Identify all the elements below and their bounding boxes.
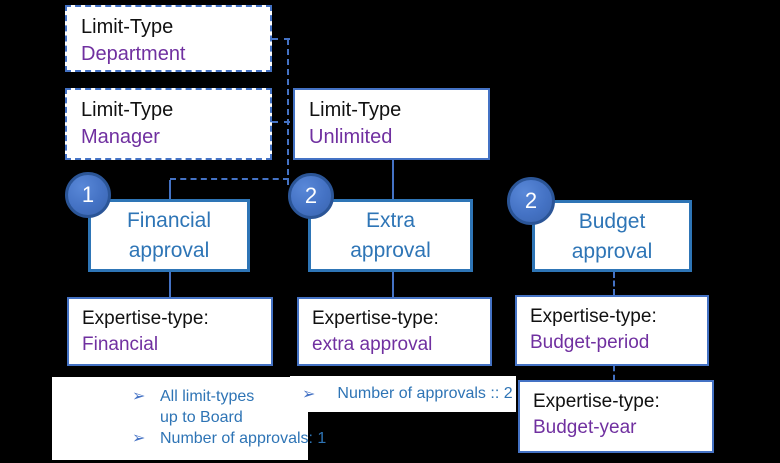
connector-branch-horizontal	[170, 178, 289, 180]
callout-line: up to Board	[52, 407, 308, 428]
connector-department-horizontal	[272, 38, 290, 40]
approval-box-extra: Extra approval	[308, 199, 473, 272]
badge-number: 1	[81, 182, 95, 207]
callout-financial-rules: ➢ All limit-types up to Board ➢ Number o…	[52, 377, 326, 460]
approval-line2: approval	[350, 239, 431, 262]
limit-type-label: Limit-Type	[309, 99, 402, 121]
arrow-bullet-icon: ➢	[132, 430, 146, 447]
badge-number: 2	[304, 183, 318, 208]
expertise-label: Expertise-type:	[533, 391, 660, 412]
callout-text: up to Board	[160, 409, 243, 426]
expertise-value: Budget-period	[530, 332, 650, 353]
arrow-bullet-icon: ➢	[302, 386, 316, 403]
expertise-value: extra approval	[312, 334, 433, 355]
connector-manager-horizontal	[272, 121, 290, 123]
note-number-of-approvals: ➢ Number of approvals :: 2	[290, 376, 516, 412]
expertise-value: Financial	[82, 334, 159, 355]
expertise-label: Expertise-type:	[530, 306, 657, 327]
callout-line: ➢ All limit-types	[52, 386, 308, 407]
expertise-value: Budget-year	[533, 417, 637, 438]
approval-box-financial: Financial approval	[88, 199, 250, 272]
connector-budget-to-expertise	[613, 272, 615, 295]
approval-line1: Budget	[578, 210, 646, 233]
connector-financial-drop	[169, 180, 171, 199]
expertise-box-extra-approval: Expertise-type: extra approval	[297, 297, 492, 366]
limit-type-label: Limit-Type	[81, 16, 174, 38]
limit-type-label: Limit-Type	[81, 99, 174, 121]
approval-line1: Financial	[126, 209, 212, 232]
expertise-label: Expertise-type:	[82, 308, 209, 329]
limit-type-box-unlimited: Limit-Type Unlimited	[293, 88, 490, 160]
approval-box-budget: Budget approval	[532, 200, 692, 272]
limit-type-value: Unlimited	[309, 126, 393, 148]
connector-budget-period-to-year	[613, 366, 615, 380]
callout-text: Number of approvals: 1	[160, 430, 327, 447]
approval-line1: Extra	[365, 209, 415, 232]
expertise-box-financial: Expertise-type: Financial	[67, 297, 273, 366]
limit-type-box-department: Limit-Type Department	[65, 5, 272, 72]
limit-type-value: Manager	[81, 126, 160, 148]
expertise-box-budget-year: Expertise-type: Budget-year	[518, 380, 714, 453]
callout-line: ➢ Number of approvals: 1	[52, 428, 326, 449]
arrow-bullet-icon: ➢	[132, 388, 146, 405]
step-badge-3: 2	[507, 177, 555, 225]
limit-type-box-manager: Limit-Type Manager	[65, 88, 272, 160]
approval-line2: approval	[571, 240, 653, 263]
limit-type-value: Department	[81, 43, 186, 65]
step-badge-2: 2	[288, 173, 334, 219]
expertise-label: Expertise-type:	[312, 308, 439, 329]
step-badge-1: 1	[65, 172, 111, 218]
connector-limit-types-vertical	[287, 39, 289, 185]
badge-number: 2	[524, 188, 538, 213]
approval-line2: approval	[128, 239, 210, 262]
connector-extra-to-expertise	[392, 272, 394, 297]
note-text: Number of approvals :: 2	[337, 385, 513, 402]
connector-unlimited-to-extra	[392, 160, 394, 199]
callout-text: All limit-types	[160, 388, 255, 405]
expertise-box-budget-period: Expertise-type: Budget-period	[515, 295, 709, 366]
connector-financial-to-expertise	[169, 272, 171, 297]
